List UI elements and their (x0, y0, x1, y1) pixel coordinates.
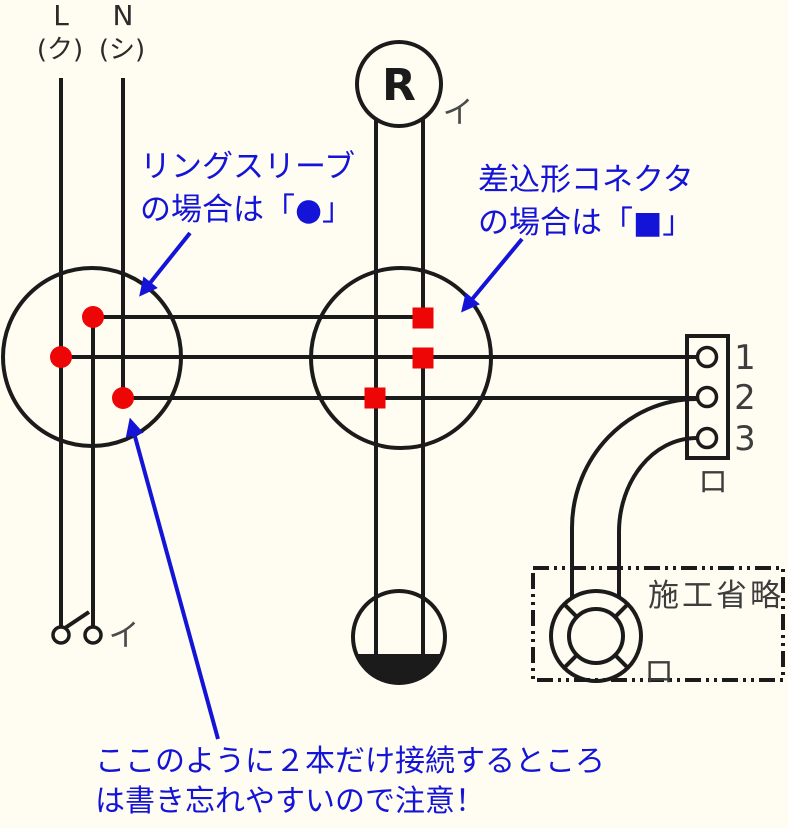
terminal-block-body (685, 334, 730, 460)
ring-sleeve-marker-bottom (112, 387, 134, 409)
ring-sleeve-marker-top (82, 306, 104, 328)
supply-n-label: N (113, 0, 134, 32)
wire-curve-terminal3 (617, 436, 698, 598)
connection-markers (50, 306, 434, 409)
receptacle-circle (355, 40, 443, 128)
receptacle-symbol-label: R (382, 60, 416, 111)
ring-sleeve-marker-left (50, 346, 72, 368)
wires (59, 78, 698, 656)
supply-l-sub-label: (ク) (37, 35, 83, 65)
ring-sleeve-arrow (139, 231, 192, 297)
omission-box-border (531, 566, 785, 682)
terminal-1-label: 1 (734, 338, 756, 378)
switch-symbol (51, 610, 103, 645)
rosette-spoke-se (613, 653, 630, 670)
connector-annotation-line2: の場合は「■」 (478, 205, 693, 241)
switch-lever (63, 610, 91, 630)
terminal-block: 1 2 3 ロ (685, 334, 756, 500)
supply-l-label: L (53, 0, 69, 32)
switch-contact-left (51, 625, 71, 645)
two-wire-note-line2: は書き忘れやすいので注意！ (95, 784, 485, 819)
annotation-arrows (125, 231, 524, 740)
rosette-spoke-ne (613, 602, 630, 619)
junction-box-left-circle (1, 266, 183, 448)
terminal-3-label: 3 (734, 419, 756, 459)
junction-box-middle-circle (309, 266, 493, 450)
two-wire-note-line1: ここのように２本だけ接続するところ (95, 744, 605, 779)
ring-sleeve-annotation-line1: リングスリーブ (140, 149, 355, 185)
wire-curve-terminal2 (570, 397, 698, 599)
receptacle-symbol: R (355, 40, 443, 128)
omission-lamp-circuit-label: ロ (644, 655, 674, 690)
rosette-inner-circle (567, 607, 625, 665)
switch-contact-right (83, 625, 103, 645)
ceiling-rosette-symbol (549, 589, 643, 683)
supply-n-sub-label: (シ) (99, 35, 145, 65)
terminal-2-screw (695, 385, 719, 409)
receptacle-circuit-label: イ (443, 95, 474, 131)
lamp-receptacle-symbol (351, 589, 447, 685)
connector-marker-top (412, 307, 434, 329)
connector-arrow (461, 237, 524, 313)
lamp-receptacle-filled-segment (356, 654, 442, 683)
switch-circuit-label: イ (109, 618, 140, 654)
connector-annotation-line1: 差込形コネクタ (478, 162, 694, 198)
rosette-spoke-sw (562, 653, 579, 670)
ring-sleeve-annotation-line2: の場合は「●」 (140, 192, 353, 228)
supply-labels: L N (ク) (シ) (37, 0, 145, 65)
annotation-texts: リングスリーブ の場合は「●」 差込形コネクタ の場合は「■」 ここのように２本… (95, 149, 694, 819)
terminal-2-label: 2 (734, 378, 756, 418)
omission-box-title: 施工省略 (648, 578, 784, 614)
rosette-spoke-nw (562, 602, 579, 619)
connector-marker-middle (412, 347, 434, 369)
lamp-receptacle-circle (351, 589, 447, 685)
rosette-outer-circle (549, 589, 643, 683)
two-wire-note-arrow (125, 417, 220, 740)
connector-marker-bottom (364, 387, 386, 409)
terminal-1-screw (695, 345, 719, 369)
terminal-3-screw (695, 426, 719, 450)
omission-box: 施工省略 ロ (531, 566, 785, 690)
terminal-block-circuit-label: ロ (698, 465, 728, 500)
